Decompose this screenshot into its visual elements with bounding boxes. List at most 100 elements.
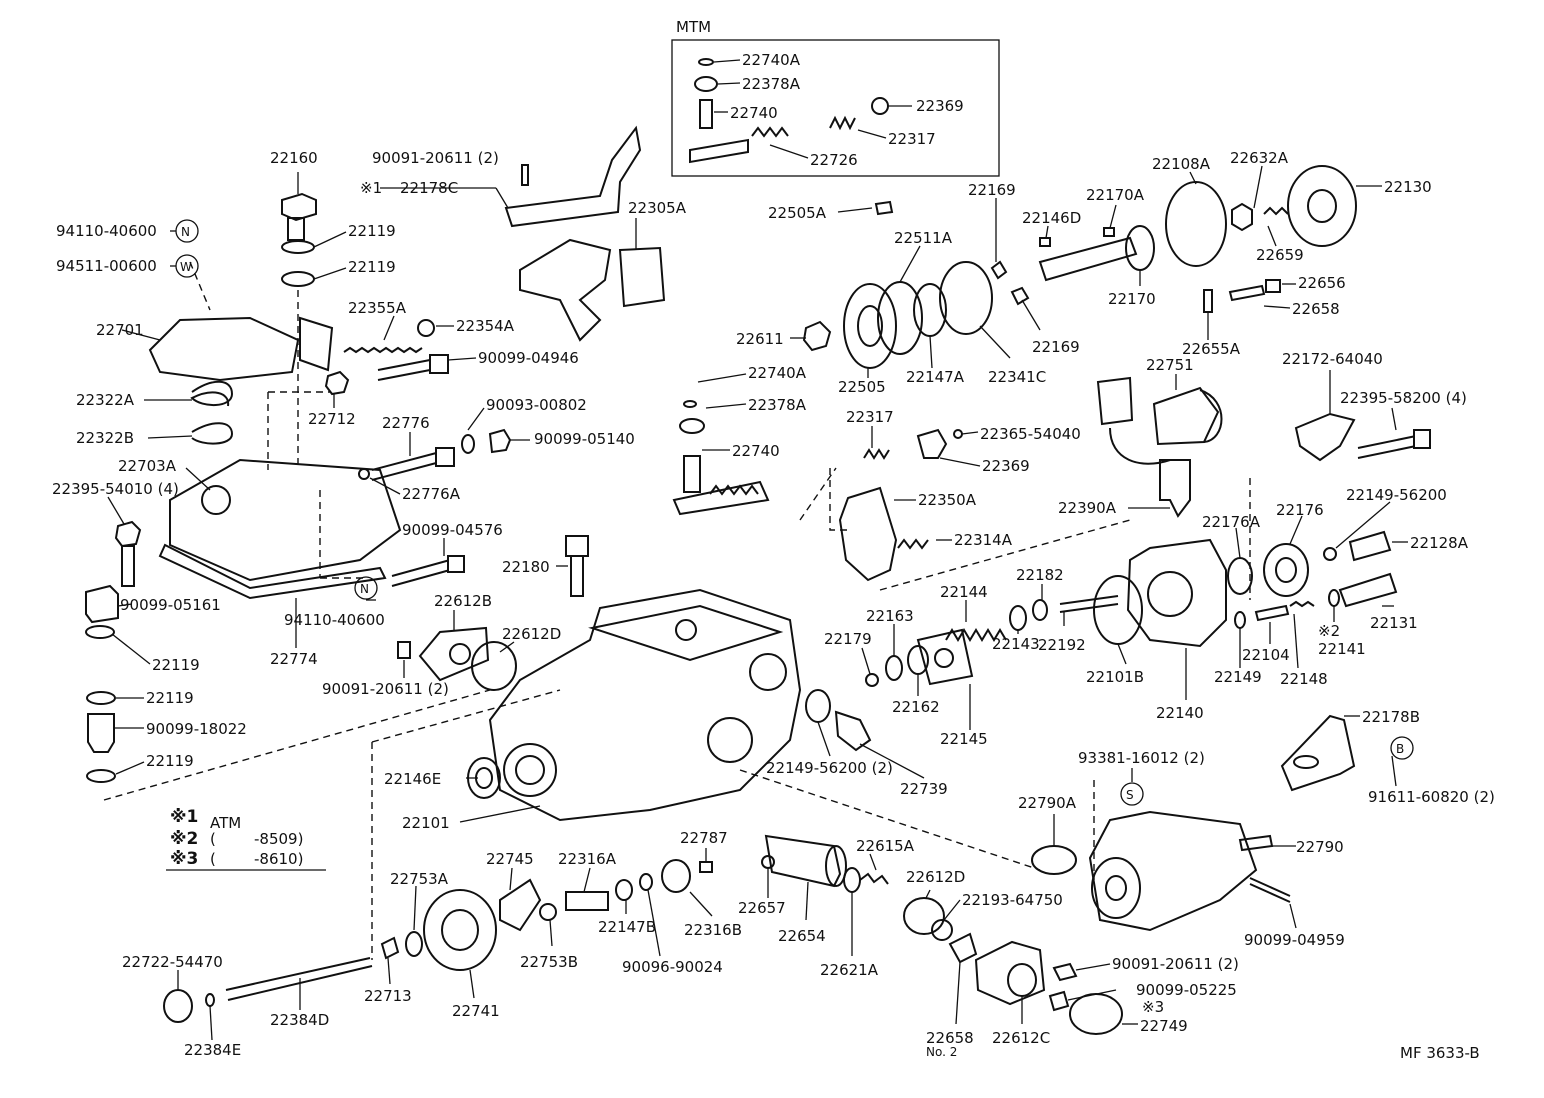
- oring-22612d: [471, 641, 517, 691]
- note3-mark-22749: ※3: [1142, 998, 1164, 1016]
- label-22350a: 22350A: [918, 491, 977, 509]
- label-94511-00600-w: 94511-00600: [56, 257, 157, 275]
- label-22144: 22144: [940, 583, 988, 601]
- label-22128a: 22128A: [1410, 534, 1469, 552]
- symbol-n-circle-bottom: [354, 576, 378, 600]
- bolt-shank-22395-54010: [121, 545, 135, 587]
- label-22395-58200: 22395-58200 (4): [1340, 389, 1467, 407]
- label-22341c: 22341C: [988, 368, 1046, 386]
- plate-22505-hub: [857, 305, 883, 347]
- label-22753a: 22753A: [390, 870, 449, 888]
- label-22658-no2: 22658: [926, 1029, 974, 1047]
- gear-22741: [423, 889, 497, 971]
- nut-22656: [1265, 279, 1281, 293]
- label-22101b: 22101B: [1086, 668, 1144, 686]
- valve-holder-22176-inner: [1275, 557, 1297, 583]
- circled-symbols: N W N B S: [175, 219, 1414, 806]
- label-90099-05225: 90099-05225: [1136, 981, 1237, 999]
- label-22176a: 22176A: [1202, 513, 1261, 531]
- label-22753b: 22753B: [520, 953, 578, 971]
- label-90091-20611-bot: 90091-20611 (2): [1112, 955, 1239, 973]
- screw-head-22776: [435, 447, 455, 467]
- label-22774: 22774: [270, 650, 318, 668]
- washer-90093-00802: [461, 434, 475, 454]
- label-22322b: 22322B: [76, 429, 134, 447]
- label-22654: 22654: [778, 927, 826, 945]
- symbol-w: W: [180, 260, 192, 274]
- symbol-n-bottom: N: [360, 582, 369, 596]
- label-22170a: 22170A: [1086, 186, 1145, 204]
- label-22745: 22745: [486, 850, 534, 868]
- washer-22149-56200-b: [805, 689, 831, 723]
- label-22632a: 22632A: [1230, 149, 1289, 167]
- label-22119-b: 22119: [348, 258, 396, 276]
- screw-head-90099-04576: [447, 555, 465, 573]
- label-22147a: 22147A: [906, 368, 965, 386]
- label-22130: 22130: [1384, 178, 1432, 196]
- label-22701: 22701: [96, 321, 144, 339]
- pump-bore-left-inner: [515, 755, 545, 785]
- lever-tab: [299, 316, 334, 372]
- sleeve-end: [825, 845, 847, 887]
- label-22176: 22176: [1276, 501, 1324, 519]
- label-22146d: 22146D: [1022, 209, 1081, 227]
- shaft-22170: [1038, 236, 1138, 282]
- notes-legend: ※1 ATM ※2 ( -8509) ※3 ( -8610): [166, 807, 326, 871]
- washer-22119-d: [86, 691, 116, 705]
- gasket-22145: [916, 628, 974, 686]
- label-22160: 22160: [270, 149, 318, 167]
- label-22169-b: 22169: [1032, 338, 1080, 356]
- label-22192: 22192: [1038, 636, 1086, 654]
- sleeve-22654: [764, 834, 842, 888]
- label-22611: 22611: [736, 330, 784, 348]
- screw-22776: [371, 451, 441, 481]
- label-22384d: 22384D: [270, 1011, 329, 1029]
- label-22612c: 22612C: [992, 1029, 1050, 1047]
- label-22140: 22140: [1156, 704, 1204, 722]
- label-22119-a: 22119: [348, 222, 396, 240]
- lever-22745: [499, 878, 542, 932]
- label-22178b: 22178B: [1362, 708, 1420, 726]
- pump-bore-mid: [707, 717, 753, 763]
- ring-22163: [885, 655, 903, 681]
- washer-22149-56200: [1323, 547, 1337, 561]
- key-22170a: [1103, 227, 1115, 237]
- oring-22176a: [1227, 557, 1253, 595]
- washer-22119-e: [86, 769, 116, 783]
- symbol-s-circle: [1120, 782, 1144, 806]
- coupling-22632a: [1231, 202, 1253, 232]
- label-22776a: 22776A: [402, 485, 461, 503]
- spring-22615a: [859, 872, 889, 885]
- label-22108a: 22108A: [1152, 155, 1211, 173]
- coupling-22108a: [1165, 181, 1227, 267]
- pin-22657: [761, 855, 775, 869]
- valve-22180-top: [565, 535, 589, 557]
- screw-mid-90091: [397, 641, 411, 659]
- bolt-22395-58200: [1357, 435, 1417, 459]
- label-90099-04959: 90099-04959: [1244, 931, 1345, 949]
- valve-22390a: [1159, 459, 1191, 518]
- key-22169-b: [1010, 286, 1030, 306]
- label-22659: 22659: [1256, 246, 1304, 264]
- label-22305a: 22305A: [628, 199, 687, 217]
- label-90093-00802: 90093-00802: [486, 396, 587, 414]
- label-22322a: 22322A: [76, 391, 135, 409]
- ring-22621a: [843, 867, 861, 893]
- oring-22790a: [1031, 845, 1077, 875]
- washer-22182: [1032, 599, 1048, 621]
- head-22140-bore: [1147, 571, 1193, 617]
- label-22148: 22148: [1280, 670, 1328, 688]
- head-22140: [1126, 538, 1227, 648]
- label-90091-20611-top: 90091-20611 (2): [372, 149, 499, 167]
- label-93381-16012: 93381-16012 (2): [1078, 749, 1205, 767]
- bracket-22178c: [504, 125, 642, 228]
- label-22147b: 22147B: [598, 918, 656, 936]
- screw-top-90091: [521, 164, 529, 186]
- pump-bore-right: [749, 653, 787, 691]
- wire-22751-b: [1199, 389, 1223, 443]
- spring-22322a: [190, 380, 234, 407]
- washer-90096-90024: [639, 873, 653, 891]
- label-22703a: 22703A: [118, 457, 177, 475]
- symbol-b: B: [1396, 742, 1404, 756]
- screw-90091-bot: [1052, 962, 1078, 982]
